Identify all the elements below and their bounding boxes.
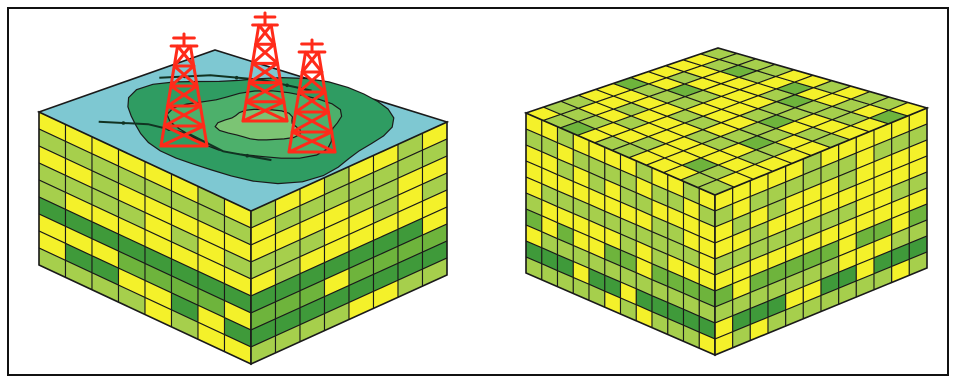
reservoir-models-illustration (36, 11, 930, 366)
figure-frame (7, 7, 949, 376)
left-block-front-right-face (250, 120, 448, 366)
right-reservoir-block (523, 47, 930, 357)
oil-derrick-icon (241, 11, 289, 123)
fault-line (98, 120, 272, 162)
right-block-front-left-face (525, 111, 716, 357)
fault-tick (234, 75, 239, 80)
left-reservoir-block (36, 11, 450, 366)
right-block-top-face-outline (523, 47, 930, 196)
oil-derrick-icon (159, 32, 209, 148)
fault-tick (245, 153, 250, 158)
fault-tick (121, 121, 126, 125)
left-block-front-left-face (38, 110, 252, 366)
oil-derrick-icon (287, 38, 337, 154)
fault-tick (285, 83, 289, 88)
right-block-top-face (523, 47, 930, 196)
